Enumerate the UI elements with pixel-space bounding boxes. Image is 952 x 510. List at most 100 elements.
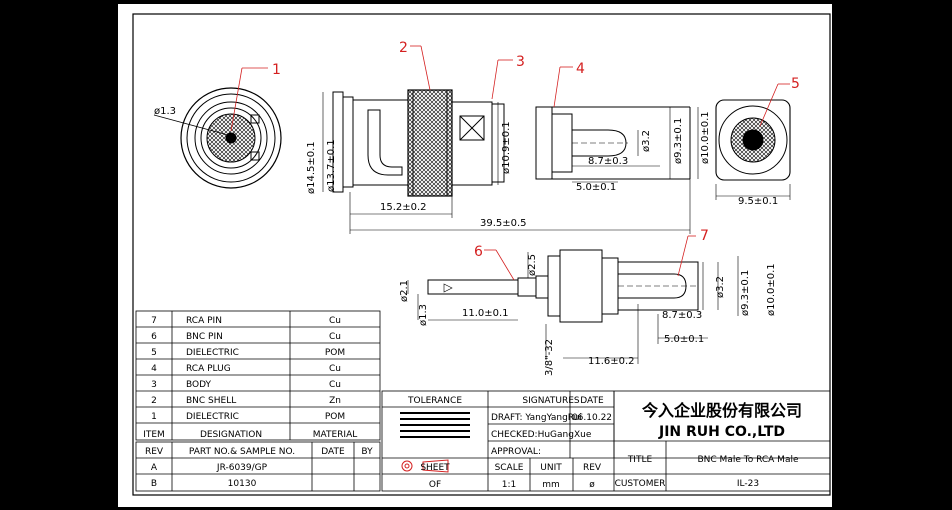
scale-value: 1:1 xyxy=(502,480,516,490)
date-value: 06.10.22 xyxy=(572,413,612,423)
dim-l39-5: 39.5±0.5 xyxy=(480,218,527,229)
sheet-label: SHEET xyxy=(420,463,450,473)
rev-header-by: BY xyxy=(361,447,373,457)
dim-l15-2: 15.2±0.2 xyxy=(380,202,427,213)
dim-l5-0b: 5.0±0.1 xyxy=(664,334,704,345)
rev-header-rev: REV xyxy=(145,447,164,457)
bom-item: 4 xyxy=(151,364,157,374)
rev-value: ø xyxy=(589,480,595,490)
scale-label: SCALE xyxy=(495,463,524,473)
drawing-sheet: ø1.3 1 xyxy=(118,4,832,507)
bom-material: Cu xyxy=(329,332,341,342)
rev-row-a-part: JR-6039/GP xyxy=(216,463,268,473)
projection-symbol-icon xyxy=(401,459,449,473)
bom-header-material: MATERIAL xyxy=(313,430,358,440)
pin-dim-lines xyxy=(407,252,739,364)
approval-signature: APPROVAL: xyxy=(491,447,541,457)
sheet-of: OF xyxy=(429,480,441,490)
date-label: DATE xyxy=(580,396,604,406)
dim-d10-0b: ø10.0±0.1 xyxy=(766,263,777,316)
bom-item: 2 xyxy=(151,396,157,406)
title-value: BNC Male To RCA Male xyxy=(698,455,799,465)
callout-3: 3 xyxy=(516,54,525,70)
title-block-grid xyxy=(381,390,831,492)
callout-5: 5 xyxy=(791,76,800,92)
rev-label: REV xyxy=(583,463,602,473)
tolerance-label: TOLERANCE xyxy=(407,396,462,406)
side-dim-lines xyxy=(322,92,699,234)
dim-l11-6: 11.6±0.2 xyxy=(588,356,635,367)
rev-row-b-part: 10130 xyxy=(228,479,257,489)
rev-header-date: DATE xyxy=(321,447,345,457)
dim-d14-5: ø14.5±0.1 xyxy=(306,141,317,194)
bom-item: 1 xyxy=(151,412,157,422)
bom-name: RCA PIN xyxy=(186,316,222,326)
checked-signature: CHECKED:HuGangXue xyxy=(491,430,592,440)
rev-table-grid xyxy=(135,441,381,492)
dim-d9-3b: ø9.3±0.1 xyxy=(740,270,751,316)
callout-leaders-top xyxy=(410,45,573,108)
bom-name: RCA PLUG xyxy=(186,364,231,374)
dim-d3-2b: ø3.2 xyxy=(715,276,726,298)
callout-6: 6 xyxy=(474,244,483,260)
bom-item: 5 xyxy=(151,348,157,358)
technical-drawing: ø1.3 1 xyxy=(132,13,831,496)
customer-value: IL-23 xyxy=(737,479,759,489)
bom-name: DIELECTRIC xyxy=(186,412,239,422)
customer-label: CUSTOMER xyxy=(615,479,666,489)
bom-item: 6 xyxy=(151,332,157,342)
dim-d9-3a: ø9.3±0.1 xyxy=(673,118,684,164)
dim-d10-9: ø10.9±0.1 xyxy=(501,121,512,174)
rev-header-part: PART NO.& SAMPLE NO. xyxy=(189,447,295,457)
unit-value: mm xyxy=(542,480,560,490)
unit-label: UNIT xyxy=(540,463,562,473)
dim-l8-7a: 8.7±0.3 xyxy=(588,156,628,167)
company-name-cn: 今入企业股份有限公司 xyxy=(641,401,802,420)
rca-end-view xyxy=(715,83,791,200)
rev-row-b-rev: B xyxy=(151,479,157,489)
bnc-front-view xyxy=(153,67,282,189)
bom-name: BNC PIN xyxy=(186,332,223,342)
bom-material: Zn xyxy=(329,396,341,406)
bom-header-item: ITEM xyxy=(143,430,165,440)
dim-l5-0a: 5.0±0.1 xyxy=(576,182,616,193)
bom-material: POM xyxy=(325,348,345,358)
bom-item: 7 xyxy=(151,316,157,326)
callout-4: 4 xyxy=(576,61,585,77)
dim-d2-5: ø2.5 xyxy=(527,254,538,276)
callout-1: 1 xyxy=(272,62,281,78)
rev-row-a-rev: A xyxy=(151,463,158,473)
bom-material: Cu xyxy=(329,380,341,390)
inner-border xyxy=(132,13,831,496)
callout-2: 2 xyxy=(399,40,408,56)
dim-d1-3b: ø1.3 xyxy=(418,304,429,326)
dim-l9-5: 9.5±0.1 xyxy=(738,196,778,207)
dim-d10-0a: ø10.0±0.1 xyxy=(700,111,711,164)
bom-material: Cu xyxy=(329,364,341,374)
bom-name: DIELECTRIC xyxy=(186,348,239,358)
signatures-label: SIGNATURES xyxy=(522,396,580,406)
dim-d13-7: ø13.7±0.1 xyxy=(326,139,337,192)
dim-d3-2a: ø3.2 xyxy=(641,130,652,152)
dim-thread: 3/8"-32 xyxy=(544,339,555,376)
bom-name: BNC SHELL xyxy=(186,396,236,406)
bom-material: POM xyxy=(325,412,345,422)
pin-detail-view xyxy=(427,249,699,323)
draft-signature: DRAFT: YangYangRui xyxy=(491,413,582,423)
dim-l8-7b: 8.7±0.3 xyxy=(662,310,702,321)
dim-d2-1: ø2.1 xyxy=(399,280,410,302)
bom-table-grid xyxy=(135,310,381,441)
bom-header-name: DESIGNATION xyxy=(200,430,262,440)
dim-l11-0: 11.0±0.1 xyxy=(462,308,509,319)
title-label: TITLE xyxy=(627,455,653,465)
callout-7: 7 xyxy=(700,228,709,244)
callout-leaders-bottom xyxy=(484,235,696,281)
connector-side-view xyxy=(332,89,691,197)
bom-name: BODY xyxy=(186,380,212,390)
tolerance-table-icon xyxy=(400,412,470,438)
company-name-en: JIN RUH CO.,LTD xyxy=(658,424,785,440)
bom-item: 3 xyxy=(151,380,157,390)
dim-d1-3: ø1.3 xyxy=(154,106,176,117)
bom-material: Cu xyxy=(329,316,341,326)
